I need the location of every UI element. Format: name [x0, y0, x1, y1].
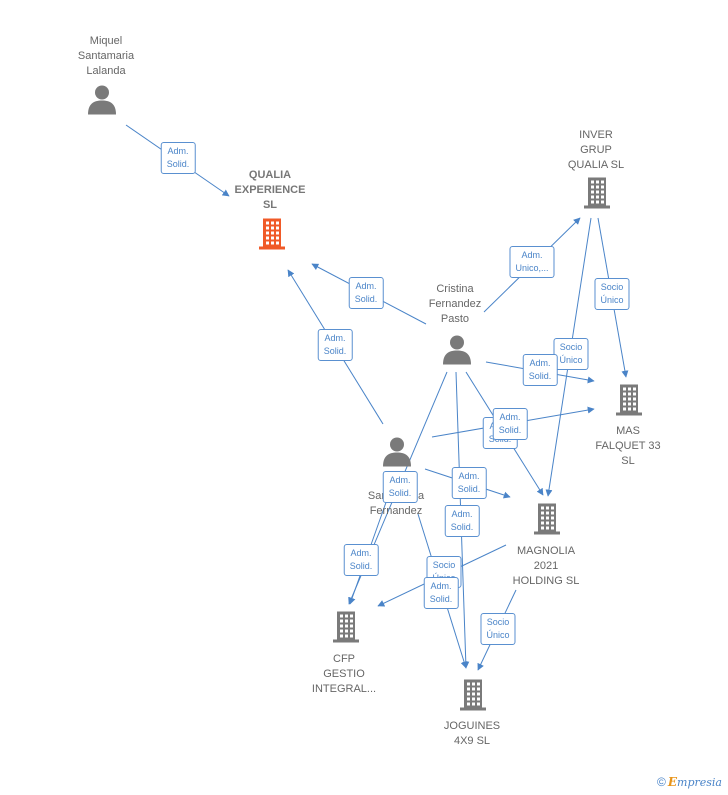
brand-initial: E [667, 775, 678, 789]
node-label-line: JOGUINES [443, 720, 501, 732]
person-icon[interactable] [87, 84, 117, 121]
relation-label-line: Único [486, 630, 510, 640]
relation-label-line: Solid. [498, 425, 522, 435]
node-label-inver[interactable]: INVER GRUP QUALIA SL [568, 128, 624, 173]
node-label-line: FALQUET 33 [595, 440, 661, 452]
relation-label[interactable]: Adm. Solid. [382, 471, 418, 503]
node-label-qualia[interactable]: QUALIA EXPERIENCE SL [235, 168, 306, 213]
node-label-line: Santamaria [77, 50, 135, 62]
node-label-line: SL [621, 455, 635, 467]
relation-label-line: Solid. [528, 371, 552, 381]
node-label-cfp[interactable]: CFP GESTIO INTEGRAL... [312, 652, 376, 697]
relation-label-line: Socio [486, 617, 510, 627]
building-icon[interactable] [532, 502, 562, 541]
copyright-symbol: © [657, 775, 666, 789]
building-icon[interactable] [458, 678, 488, 717]
relation-label-line: Adm. [430, 581, 452, 591]
relation-label-line: Adm. [521, 250, 543, 260]
relation-label-line: Solid. [388, 488, 412, 498]
node-label-line: Pasto [440, 313, 470, 325]
node-label-line: QUALIA SL [567, 159, 625, 171]
node-label-line: MAGNOLIA [516, 545, 576, 557]
node-label-line: GESTIO [323, 668, 365, 680]
relation-label-line: Adm. [389, 475, 411, 485]
relation-label[interactable]: Adm. Solid. [348, 277, 384, 309]
node-label-line: HOLDING SL [512, 575, 580, 587]
relation-label-line: Adm. [451, 509, 473, 519]
relation-label-line: Solid. [450, 522, 474, 532]
relation-label-line: Solid. [457, 484, 481, 494]
node-label-mas[interactable]: MAS FALQUET 33 SL [595, 424, 660, 469]
node-label-line: CFP [333, 653, 355, 665]
node-label-line: Cristina [436, 283, 474, 295]
relation-label-line: Adm. [458, 471, 480, 481]
relation-label-line: Adm. [499, 412, 521, 422]
relation-label-line: Socio [432, 560, 456, 570]
relation-label-line: Adm. [350, 548, 372, 558]
node-label-line: GRUP [580, 144, 612, 156]
relation-label-line: Adm. [167, 146, 189, 156]
building-icon[interactable] [614, 383, 644, 422]
building-icon[interactable] [257, 217, 287, 256]
relation-label-line: Solid. [166, 159, 190, 169]
node-label-line: Miquel [89, 35, 123, 47]
relation-label-line: Unico,... [515, 263, 549, 273]
relation-label[interactable]: Adm. Solid. [423, 577, 459, 609]
relation-label[interactable]: Adm. Solid. [343, 544, 379, 576]
relation-label-line: Adm. [529, 358, 551, 368]
relation-label[interactable]: Adm. Unico,... [509, 246, 555, 278]
empresia-brand: ©Empresia [657, 775, 722, 789]
relation-label-line: Socio [559, 342, 583, 352]
relation-label-line: Solid. [349, 561, 373, 571]
brand-name: mpresia [677, 776, 722, 789]
building-icon[interactable] [582, 176, 612, 215]
relation-label-line: Único [600, 295, 624, 305]
node-label-line: 4X9 SL [453, 735, 491, 747]
node-label-line: Fernandez [369, 505, 423, 517]
relation-label-line: Único [559, 355, 583, 365]
relation-label[interactable]: Adm. Solid. [522, 354, 558, 386]
node-label-line: INTEGRAL... [311, 683, 377, 695]
relation-label[interactable]: Adm. Solid. [492, 408, 528, 440]
node-label-line: Fernandez [428, 298, 482, 310]
relation-label[interactable]: Adm. Solid. [160, 142, 196, 174]
node-label-line: INVER [579, 129, 613, 141]
person-icon[interactable] [442, 334, 472, 371]
node-label-line: MAS [616, 425, 640, 437]
node-label-line: Lalanda [86, 65, 126, 77]
relation-label[interactable]: Adm. Solid. [317, 329, 353, 361]
person-icon[interactable] [382, 436, 412, 473]
node-label-line: SL [262, 199, 278, 211]
relation-label-line: Adm. [324, 333, 346, 343]
building-icon[interactable] [331, 610, 361, 649]
node-label-line: EXPERIENCE [234, 184, 306, 196]
relation-label-line: Socio [600, 282, 624, 292]
node-label-line: QUALIA [248, 169, 292, 181]
relation-label-line: Solid. [429, 594, 453, 604]
relation-label-line: Solid. [323, 346, 347, 356]
relation-label-line: Adm. [355, 281, 377, 291]
relation-label[interactable]: Adm. Solid. [444, 505, 480, 537]
relation-label[interactable]: Adm. Solid. [451, 467, 487, 499]
node-label-joguines[interactable]: JOGUINES 4X9 SL [444, 719, 500, 749]
node-label-line: 2021 [533, 560, 559, 572]
relation-label-line: Solid. [354, 294, 378, 304]
